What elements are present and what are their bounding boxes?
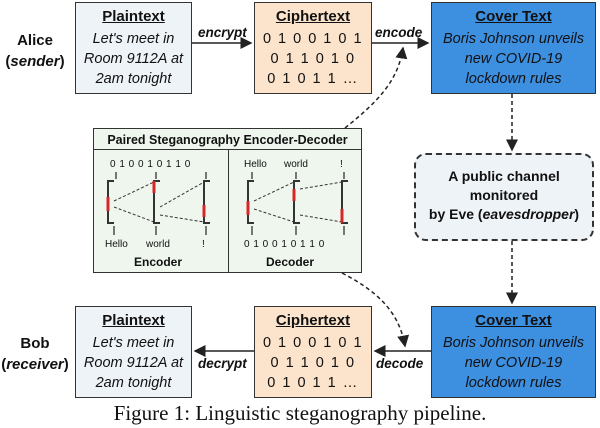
encoder-word-world: world <box>146 239 170 250</box>
channel-line3-prefix: by Eve ( <box>428 206 483 222</box>
bottom-ciphertext-box: Ciphertext 0 1 0 0 1 0 1 0 1 1 0 1 0 0 1… <box>254 306 372 398</box>
bottom-cover-box: Cover Text Boris Johnson unveils new COV… <box>431 306 596 398</box>
encoder-decoder-panel: Paired Steganography Encoder-Decoder 0 1… <box>93 128 362 273</box>
highlight-segments <box>106 181 344 223</box>
decoder-word-world: world <box>284 159 308 170</box>
bottom-ciphertext-title: Ciphertext <box>275 312 351 329</box>
bottom-cover-body: Boris Johnson unveils new COVID-19 lockd… <box>442 335 585 391</box>
bottom-plaintext-body: Let's meet in Room 9112A at 2am tonight <box>83 335 184 391</box>
encode-label: encode <box>375 25 423 40</box>
encoder-word-hello: Hello <box>105 239 128 250</box>
top-plaintext-body: Let's meet in Room 9112A at 2am tonight <box>83 31 184 87</box>
panel-divider <box>228 149 229 272</box>
panel-title: Paired Steganography Encoder-Decoder <box>107 133 348 147</box>
encoder-to-encode-arrow <box>344 46 408 129</box>
top-ciphertext-title: Ciphertext <box>275 8 351 25</box>
encrypt-label: encrypt <box>198 25 247 40</box>
top-cover-body: Boris Johnson unveils new COVID-19 lockd… <box>442 31 585 87</box>
encoder-tick-arrows <box>113 172 207 235</box>
encoder-bits: 0 1 0 0 1 0 1 1 0 <box>110 159 191 170</box>
top-plaintext-title: Plaintext <box>102 8 165 25</box>
encoder-decoder-diagram <box>106 172 348 235</box>
decoder-word-bang: ! <box>340 159 343 170</box>
top-ciphertext-box: Ciphertext 0 1 0 0 1 0 1 0 1 1 0 1 0 0 1… <box>254 2 372 94</box>
receiver-role: receiver <box>6 356 64 373</box>
top-ciphertext-body: 0 1 0 0 1 0 1 0 1 1 0 1 0 0 1 0 1 1 … <box>262 31 364 87</box>
encoder-dashed-links <box>113 181 205 223</box>
top-cover-title: Cover Text <box>475 8 552 25</box>
sender-actor: Alice (sender) <box>0 30 70 72</box>
bottom-cover-title: Cover Text <box>475 312 552 329</box>
panel-title-rule <box>94 149 361 150</box>
bottom-ciphertext-body: 0 1 0 0 1 0 1 0 1 1 0 1 0 0 1 0 1 1 … <box>262 335 364 391</box>
figure-caption: Figure 1: Linguistic steganography pipel… <box>113 401 487 425</box>
bottom-plaintext-box: Plaintext Let's meet in Room 9112A at 2a… <box>75 306 192 398</box>
decoder-label: Decoder <box>266 255 315 269</box>
channel-line2: monitored <box>469 187 539 203</box>
decoder-word-hello: Hello <box>244 159 267 170</box>
decoder-bits: 0 1 0 0 1 0 1 1 0 <box>244 239 325 250</box>
channel-line3-suffix: ) <box>574 206 580 222</box>
decode-label: decode <box>376 356 424 371</box>
public-channel-box: A public channel monitored by Eve (eaves… <box>414 153 594 241</box>
receiver-actor: Bob (receiver) <box>1 335 69 373</box>
decoder-to-decode-arrow <box>341 272 410 348</box>
top-plaintext-box: Plaintext Let's meet in Room 9112A at 2a… <box>75 2 192 94</box>
sender-name: Alice <box>17 32 53 49</box>
encoder-word-bang: ! <box>202 239 205 250</box>
sender-role: sender <box>10 53 60 70</box>
receiver-name: Bob <box>20 335 50 352</box>
decrypt-label: decrypt <box>198 356 247 371</box>
decoder-tick-arrows <box>251 172 345 235</box>
decoder-dashed-links <box>253 181 343 223</box>
top-cover-box: Cover Text Boris Johnson unveils new COV… <box>431 2 596 94</box>
channel-eavesdropper: eavesdropper <box>482 206 575 222</box>
channel-line1: A public channel <box>448 168 560 184</box>
encoder-label: Encoder <box>134 255 183 269</box>
bottom-plaintext-title: Plaintext <box>102 312 165 329</box>
